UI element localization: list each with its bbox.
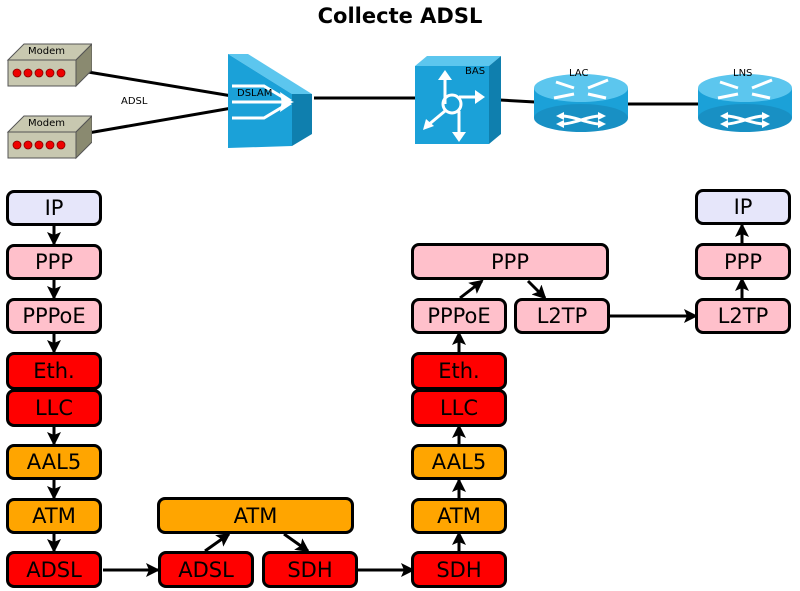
lns-layer-ppp: PPP [695, 243, 791, 280]
lns-label: LNS [733, 68, 753, 79]
arrow-bas-ppp-l2tp [526, 279, 547, 300]
client-layer-llc: LLC [6, 389, 102, 427]
bas-switch-icon [415, 56, 501, 144]
dslam-label: DSLAM [237, 88, 273, 99]
lns-layer-ip: IP [695, 189, 791, 225]
link-bas-lac [499, 98, 536, 104]
bas-label: BAS [465, 66, 486, 77]
router-icon [534, 74, 628, 132]
bas-layer-ppp: PPP [411, 243, 609, 280]
modem-bottom-label: Modem [28, 118, 65, 129]
bas-layer-llc: LLC [411, 389, 507, 427]
client-layer-atm: ATM [6, 498, 102, 534]
link-modem2-dslam [87, 106, 233, 135]
bas-layer-aal5: AAL5 [411, 444, 507, 480]
modem-icon [6, 115, 92, 160]
dslam-icon [228, 54, 312, 148]
arrow-bas-pppoe-ppp [459, 279, 484, 300]
client-layer-pppoe: PPPoE [6, 298, 102, 334]
arrow-dslam-adsl-atm [204, 532, 231, 553]
bas-layer-sdh: SDH [411, 551, 507, 588]
dslam-layer-sdh: SDH [262, 551, 358, 588]
lns-layer-l2tp: L2TP [695, 298, 791, 334]
dslam-layer-adsl: ADSL [158, 551, 254, 588]
router-icon [698, 74, 792, 132]
client-layer-adsl: ADSL [6, 551, 102, 588]
bas-layer-l2tp: L2TP [514, 298, 610, 334]
client-layer-eth: Eth. [6, 352, 102, 390]
bas-layer-atm: ATM [411, 498, 507, 534]
bas-layer-pppoe: PPPoE [411, 298, 507, 334]
lac-label: LAC [569, 68, 589, 79]
dslam-layer-atm: ATM [157, 497, 354, 534]
modem-icon [6, 43, 92, 88]
client-layer-aal5: AAL5 [6, 444, 102, 480]
adsl-link-label: ADSL [121, 96, 148, 107]
modem-top-label: Modem [28, 46, 65, 57]
bas-layer-eth: Eth. [411, 352, 507, 390]
arrow-dslam-atm-sdh [283, 532, 310, 553]
link-modem1-dslam [87, 70, 233, 98]
client-layer-ppp: PPP [6, 244, 102, 280]
client-layer-ip: IP [6, 190, 102, 226]
diagram-title: Collecte ADSL [317, 4, 483, 28]
